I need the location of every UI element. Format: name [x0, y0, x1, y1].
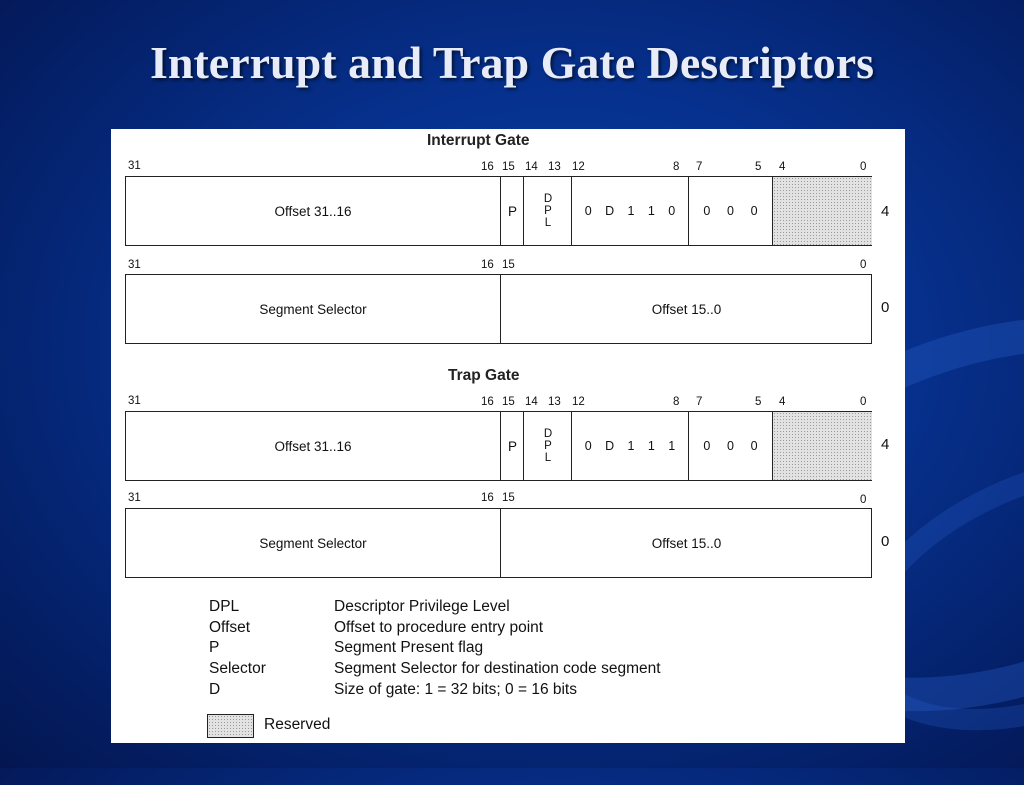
zero-bit: 0	[703, 204, 711, 218]
reserved-label: Reserved	[264, 716, 331, 733]
legend-desc: Segment Present flag	[334, 639, 484, 656]
offset-low-field: Offset 15..0	[500, 275, 872, 343]
type-field: 0 D 1 1 0	[571, 177, 688, 245]
trap-gate-lower-word: Segment Selector Offset 15..0	[125, 508, 872, 578]
type-bit: D	[605, 204, 615, 218]
legend-key: Offset	[209, 619, 251, 636]
interrupt-gate-lower-word: Segment Selector Offset 15..0	[125, 274, 872, 344]
bit-label: 0	[860, 259, 867, 271]
bit-label: 12	[572, 396, 585, 408]
legend-row: D Size of gate: 1 = 32 bits; 0 = 16 bits	[111, 681, 905, 702]
legend-row: Offset Offset to procedure entry point	[111, 619, 905, 640]
bit-label: 7	[696, 161, 703, 173]
zero-bit: 0	[750, 439, 758, 453]
row-number: 0	[881, 533, 890, 550]
legend-row: Selector Segment Selector for destinatio…	[111, 660, 905, 681]
bit-label: 13	[548, 161, 561, 173]
reserved-field	[772, 177, 872, 245]
bit-label: 15	[502, 259, 515, 271]
slide-title: Interrupt and Trap Gate Descriptors	[149, 37, 875, 88]
row-number: 4	[881, 436, 890, 453]
zero-bit: 0	[727, 204, 734, 218]
bit-label: 31	[128, 259, 141, 271]
row-number: 4	[881, 203, 890, 220]
dpl-letter: D	[543, 428, 553, 440]
legend-row: DPL Descriptor Privilege Level	[111, 598, 905, 619]
dpl-letter: L	[544, 452, 552, 464]
p-field: P	[500, 177, 524, 245]
type-bit: 0	[584, 204, 592, 218]
segment-selector-field: Segment Selector	[259, 301, 367, 317]
bit-label: 31	[128, 160, 141, 172]
bit-label: 5	[755, 161, 762, 173]
type-bit: 1	[627, 439, 635, 453]
bit-label: 4	[779, 396, 786, 408]
bit-label: 16	[481, 396, 494, 408]
row-number: 0	[881, 299, 890, 316]
bit-label: 15	[502, 492, 515, 504]
bit-label: 13	[548, 396, 561, 408]
type-bit: 1	[627, 204, 635, 218]
type-bit: 0	[668, 204, 676, 218]
reserved-swatch	[207, 714, 254, 738]
zero-bit: 0	[750, 204, 758, 218]
interrupt-gate-title: Interrupt Gate	[427, 132, 530, 149]
p-field: P	[500, 412, 524, 480]
bit-label: 8	[673, 161, 680, 173]
bit-label: 14	[525, 161, 538, 173]
segment-selector-field: Segment Selector	[259, 535, 367, 551]
offset-high-field: Offset 31..16	[274, 438, 352, 454]
type-bit: D	[605, 439, 615, 453]
bit-label: 15	[502, 161, 515, 173]
bit-label: 16	[481, 259, 494, 271]
dpl-letter: P	[544, 205, 552, 217]
type-bit: 1	[647, 204, 655, 218]
legend-desc: Size of gate: 1 = 32 bits; 0 = 16 bits	[334, 681, 577, 698]
dpl-letter: D	[543, 193, 553, 205]
bit-label: 5	[755, 396, 762, 408]
bit-label: 31	[128, 395, 141, 407]
offset-high-field: Offset 31..16	[274, 203, 352, 219]
offset-low-field: Offset 15..0	[500, 509, 872, 577]
bit-label: 31	[128, 492, 141, 504]
trap-gate-upper-word: Offset 31..16 P D P L 0 D 1 1 1 0 0 0	[125, 411, 872, 481]
legend-desc: Descriptor Privilege Level	[334, 598, 510, 615]
legend: DPL Descriptor Privilege Level Offset Of…	[111, 598, 905, 708]
legend-row: P Segment Present flag	[111, 639, 905, 660]
trap-gate-title: Trap Gate	[448, 367, 520, 384]
reserved-field	[772, 412, 872, 480]
bit-label: 12	[572, 161, 585, 173]
zero-bit: 0	[727, 439, 734, 453]
bit-label: 0	[860, 161, 867, 173]
bit-label: 14	[525, 396, 538, 408]
bit-label: 8	[673, 396, 680, 408]
type-bit: 1	[668, 439, 676, 453]
interrupt-gate-upper-word: Offset 31..16 P D P L 0 D 1 1 0 0 0 0	[125, 176, 872, 246]
type-bit: 1	[647, 439, 655, 453]
dpl-field: D P L	[523, 412, 572, 480]
bit-label: 15	[502, 396, 515, 408]
legend-key: D	[209, 681, 221, 698]
bit-label: 16	[481, 161, 494, 173]
dpl-letter: L	[544, 217, 552, 229]
legend-desc: Offset to procedure entry point	[334, 619, 544, 636]
bit-label: 0	[860, 494, 867, 506]
bit-label: 7	[696, 396, 703, 408]
dpl-field: D P L	[523, 177, 572, 245]
type-bit: 0	[584, 439, 592, 453]
legend-key: Selector	[209, 660, 266, 677]
zero-bits-field: 0 0 0	[688, 412, 772, 480]
legend-desc: Segment Selector for destination code se…	[334, 660, 661, 677]
bit-label: 0	[860, 396, 867, 408]
bit-label: 16	[481, 492, 494, 504]
zero-bits-field: 0 0 0	[688, 177, 772, 245]
zero-bit: 0	[703, 439, 711, 453]
diagram-panel: Interrupt Gate 31 16 15 14 13 12 8 7 5 4…	[111, 129, 905, 743]
dpl-letter: P	[544, 440, 552, 452]
type-field: 0 D 1 1 1	[571, 412, 688, 480]
legend-key: P	[209, 639, 220, 656]
legend-key: DPL	[209, 598, 240, 615]
bit-label: 4	[779, 161, 786, 173]
